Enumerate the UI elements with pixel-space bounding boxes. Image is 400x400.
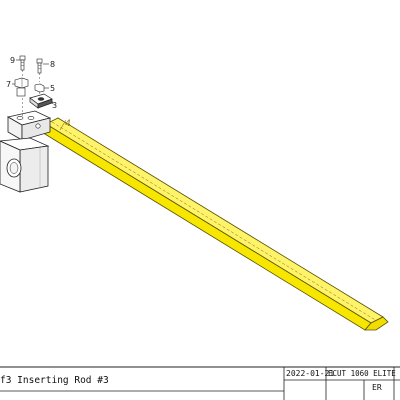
part-title: f3 Inserting Rod #3: [0, 375, 109, 386]
drawing-date: 2022-01-21: [286, 369, 335, 378]
mounting-block: [6, 110, 52, 141]
revision-code: ER: [372, 383, 382, 392]
leader-lines: [12, 59, 67, 131]
bracket-part: [0, 137, 50, 193]
nut-part-7: [14, 77, 29, 97]
title-block-frame: [0, 366, 400, 400]
inserting-rod[interactable]: [39, 117, 389, 331]
callout-8: 8: [50, 60, 55, 69]
callout-9: 9: [10, 56, 15, 65]
callout-3: 3: [52, 101, 57, 110]
clamp-plate-part-3: [29, 93, 53, 109]
machine-model: ECUT 1060 ELITE: [328, 369, 396, 378]
callout-4: 4: [65, 119, 71, 129]
title-block: f3 Inserting Rod #3 2022-01-21 ECUT 1060…: [0, 366, 400, 400]
callout-7: 7: [6, 80, 11, 89]
callout-5: 5: [50, 84, 55, 93]
screw-part-8: [36, 58, 43, 82]
